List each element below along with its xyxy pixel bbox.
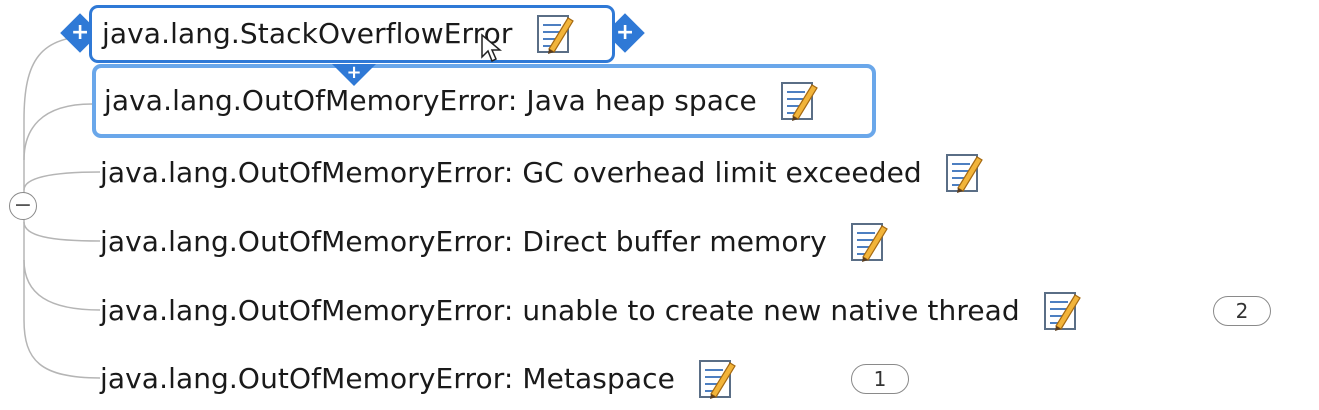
topic-label: java.lang.OutOfMemoryError: unable to cr… [100,294,1020,327]
topic-native-thread[interactable]: java.lang.OutOfMemoryError: unable to cr… [100,286,1082,336]
topic-label: java.lang.OutOfMemoryError: Direct buffe… [100,225,827,258]
topic-label: java.lang.OutOfMemoryError: Java heap sp… [104,84,757,117]
collapse-branch-button[interactable]: − [9,192,37,220]
root-topic[interactable]: java.lang.StackOverflowError [92,8,612,60]
topic-label: java.lang.OutOfMemoryError: Metaspace [100,362,675,395]
topic-label: java.lang.StackOverflowError [102,17,513,50]
note-pencil-icon[interactable] [1042,289,1082,333]
note-pencil-icon[interactable] [779,79,819,123]
plus-icon: + [615,20,635,45]
topic-gc-overhead-limit[interactable]: java.lang.OutOfMemoryError: GC overhead … [100,148,984,198]
plus-icon: + [346,62,362,83]
note-pencil-icon[interactable] [849,220,889,264]
topic-direct-buffer-memory[interactable]: java.lang.OutOfMemoryError: Direct buffe… [100,217,889,267]
plus-icon: + [70,20,90,45]
minus-icon: − [13,193,33,218]
topic-java-heap-space[interactable]: java.lang.OutOfMemoryError: Java heap sp… [92,64,876,138]
note-pencil-icon[interactable] [944,151,984,195]
topic-metaspace[interactable]: java.lang.OutOfMemoryError: Metaspace [100,354,737,404]
note-pencil-icon[interactable] [535,12,575,56]
child-count-badge[interactable]: 1 [851,364,909,394]
mouse-pointer-icon [481,33,502,63]
topic-label: java.lang.OutOfMemoryError: GC overhead … [100,156,922,189]
child-count-badge[interactable]: 2 [1213,296,1271,326]
note-pencil-icon[interactable] [697,357,737,401]
